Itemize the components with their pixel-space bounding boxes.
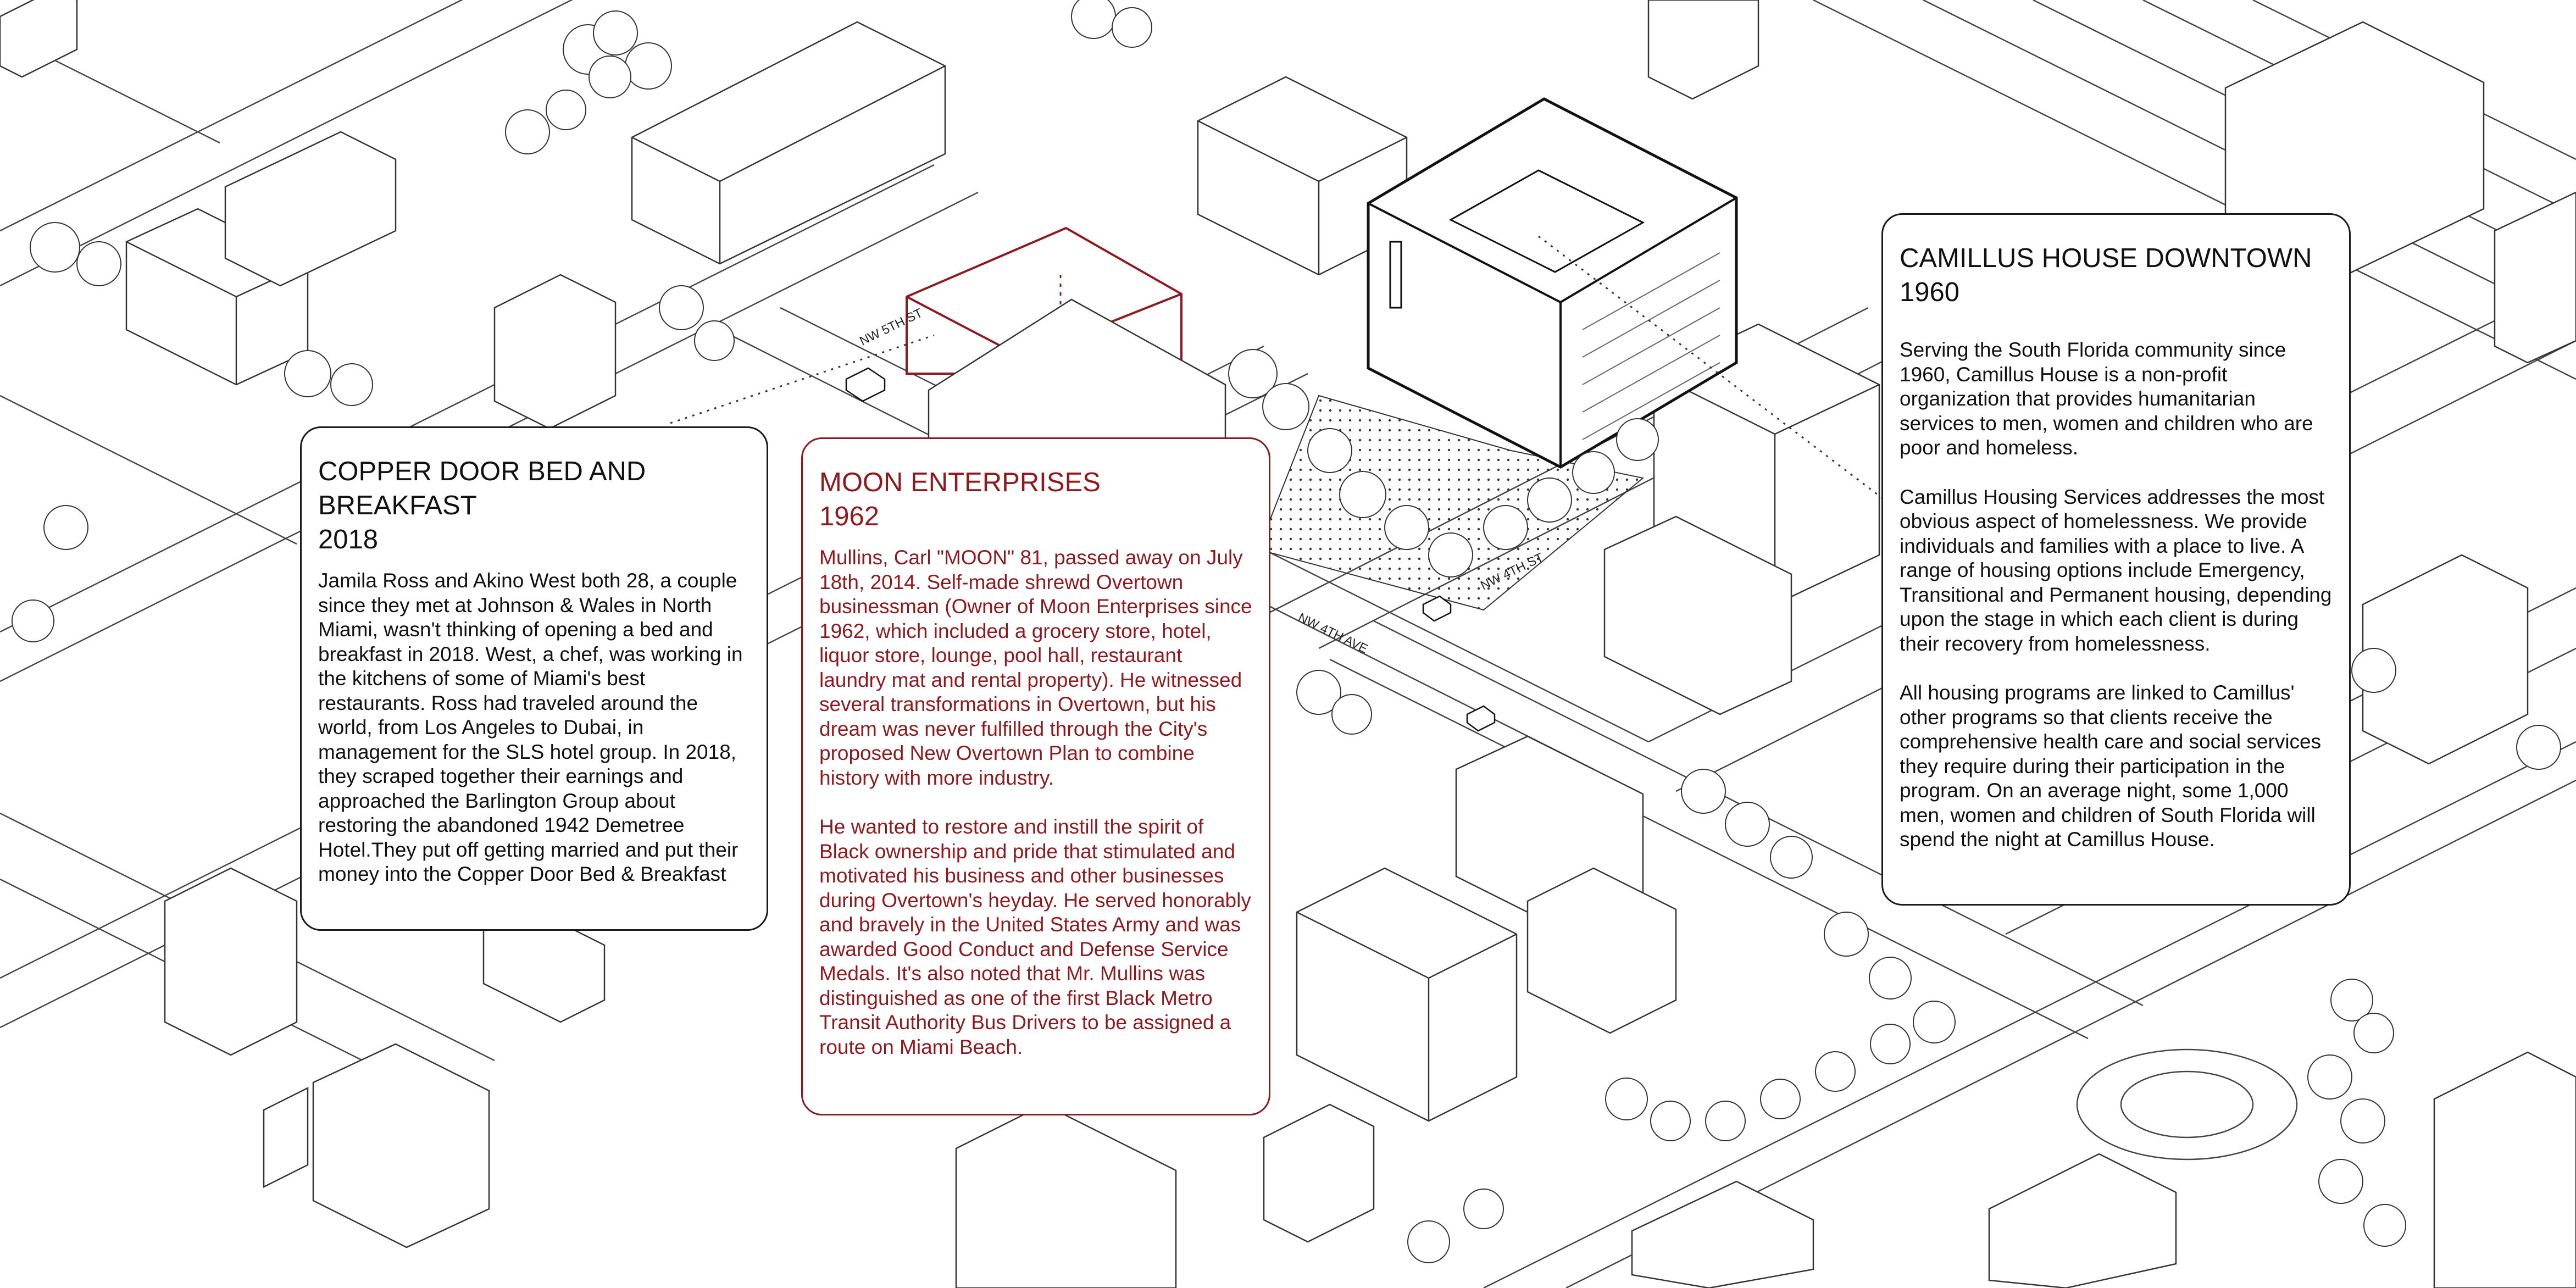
card-title: CAMILLUS HOUSE DOWNTOWN 1960 bbox=[1900, 243, 2312, 307]
card-paragraph: All housing programs are linked to Camil… bbox=[1900, 681, 2322, 851]
card-title: MOON ENTERPRISES 1962 bbox=[819, 468, 1101, 531]
card-paragraph: Mullins, Carl "MOON" 81, passed away on … bbox=[819, 546, 1252, 789]
leader-lines bbox=[670, 235, 1885, 501]
card-paragraph: Serving the South Florida community sinc… bbox=[1900, 338, 2313, 459]
roundabout bbox=[2076, 1048, 2298, 1161]
copper-door-card: COPPER DOOR BED AND BREAKFAST 2018 Jamil… bbox=[300, 426, 768, 931]
trees bbox=[12, 0, 2561, 1263]
card-paragraph: Camillus Housing Services addresses the … bbox=[1900, 485, 2332, 655]
card-body: Mullins, Carl "MOON" 81, passed away on … bbox=[819, 546, 1252, 1059]
moon-front-building bbox=[928, 298, 1226, 441]
vehicles bbox=[845, 367, 1496, 732]
card-body: Serving the South Florida community sinc… bbox=[1900, 338, 2333, 852]
moon-enterprises-card: MOON ENTERPRISES 1962 Mullins, Carl "MOO… bbox=[801, 437, 1270, 1115]
camillus-house-building bbox=[1257, 97, 1738, 611]
card-title: COPPER DOOR BED AND BREAKFAST 2018 bbox=[318, 457, 646, 554]
camillus-house-card: CAMILLUS HOUSE DOWNTOWN 1960 Serving the… bbox=[1881, 213, 2351, 906]
card-body: Jamila Ross and Akino West both 28, a co… bbox=[318, 569, 750, 887]
card-paragraph: Jamila Ross and Akino West both 28, a co… bbox=[318, 569, 743, 885]
card-paragraph: He wanted to restore and instill the spi… bbox=[819, 815, 1251, 1058]
